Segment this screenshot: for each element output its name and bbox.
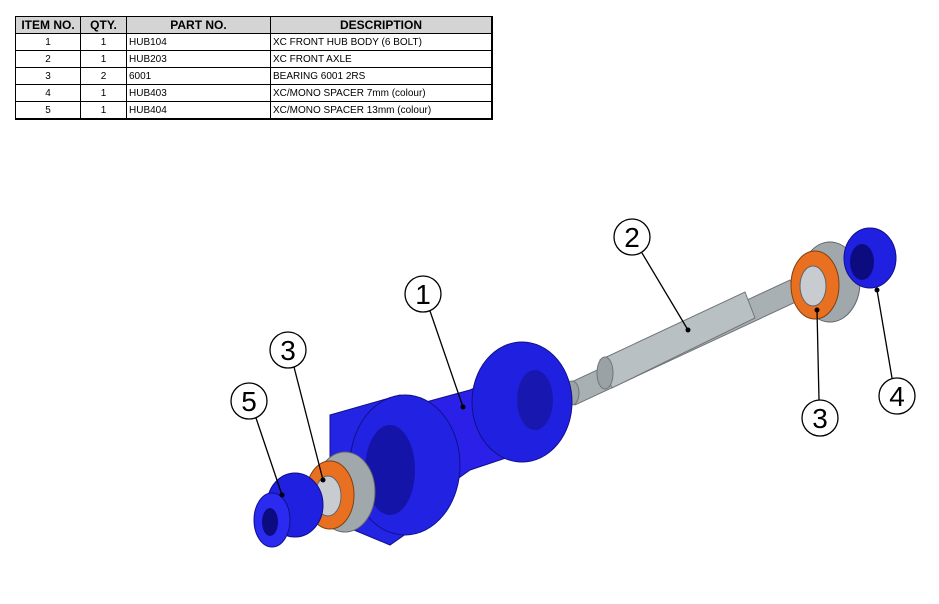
cell-description: XC/MONO SPACER 13mm (colour) [270, 101, 493, 120]
balloon-circle [878, 377, 916, 415]
leader-lines [255, 252, 893, 496]
balloon-circle [230, 382, 268, 420]
balloon-number: 1 [415, 279, 431, 310]
balloon-circle [613, 218, 651, 256]
balloon-number: 5 [241, 386, 257, 417]
cell-item-no: 5 [15, 101, 81, 120]
balloon-number: 4 [889, 381, 905, 412]
cell-part-no: HUB403 [126, 84, 271, 102]
header-item-no: ITEM NO. [15, 16, 81, 34]
cell-description: XC/MONO SPACER 7mm (colour) [270, 84, 493, 102]
item-balloon: 3 [801, 399, 839, 437]
item-balloon: 4 [878, 377, 916, 415]
cell-qty: 1 [80, 84, 127, 102]
leader-arrow-dots [279, 287, 880, 498]
balloon-circle [269, 331, 307, 369]
spacer-7mm-part [843, 227, 897, 289]
item-balloon: 3 [269, 331, 307, 369]
cell-part-no: HUB404 [126, 101, 271, 120]
item-balloon: 1 [404, 275, 442, 313]
balloon-number: 3 [812, 403, 828, 434]
balloon-number: 3 [280, 335, 296, 366]
balloon-circle [404, 275, 442, 313]
balloon-number: 2 [624, 222, 640, 253]
item-balloon: 5 [230, 382, 268, 420]
item-balloon: 2 [613, 218, 651, 256]
balloon-circle [801, 399, 839, 437]
hub-axle-part [564, 279, 801, 406]
spacer-13mm-part [253, 472, 324, 548]
